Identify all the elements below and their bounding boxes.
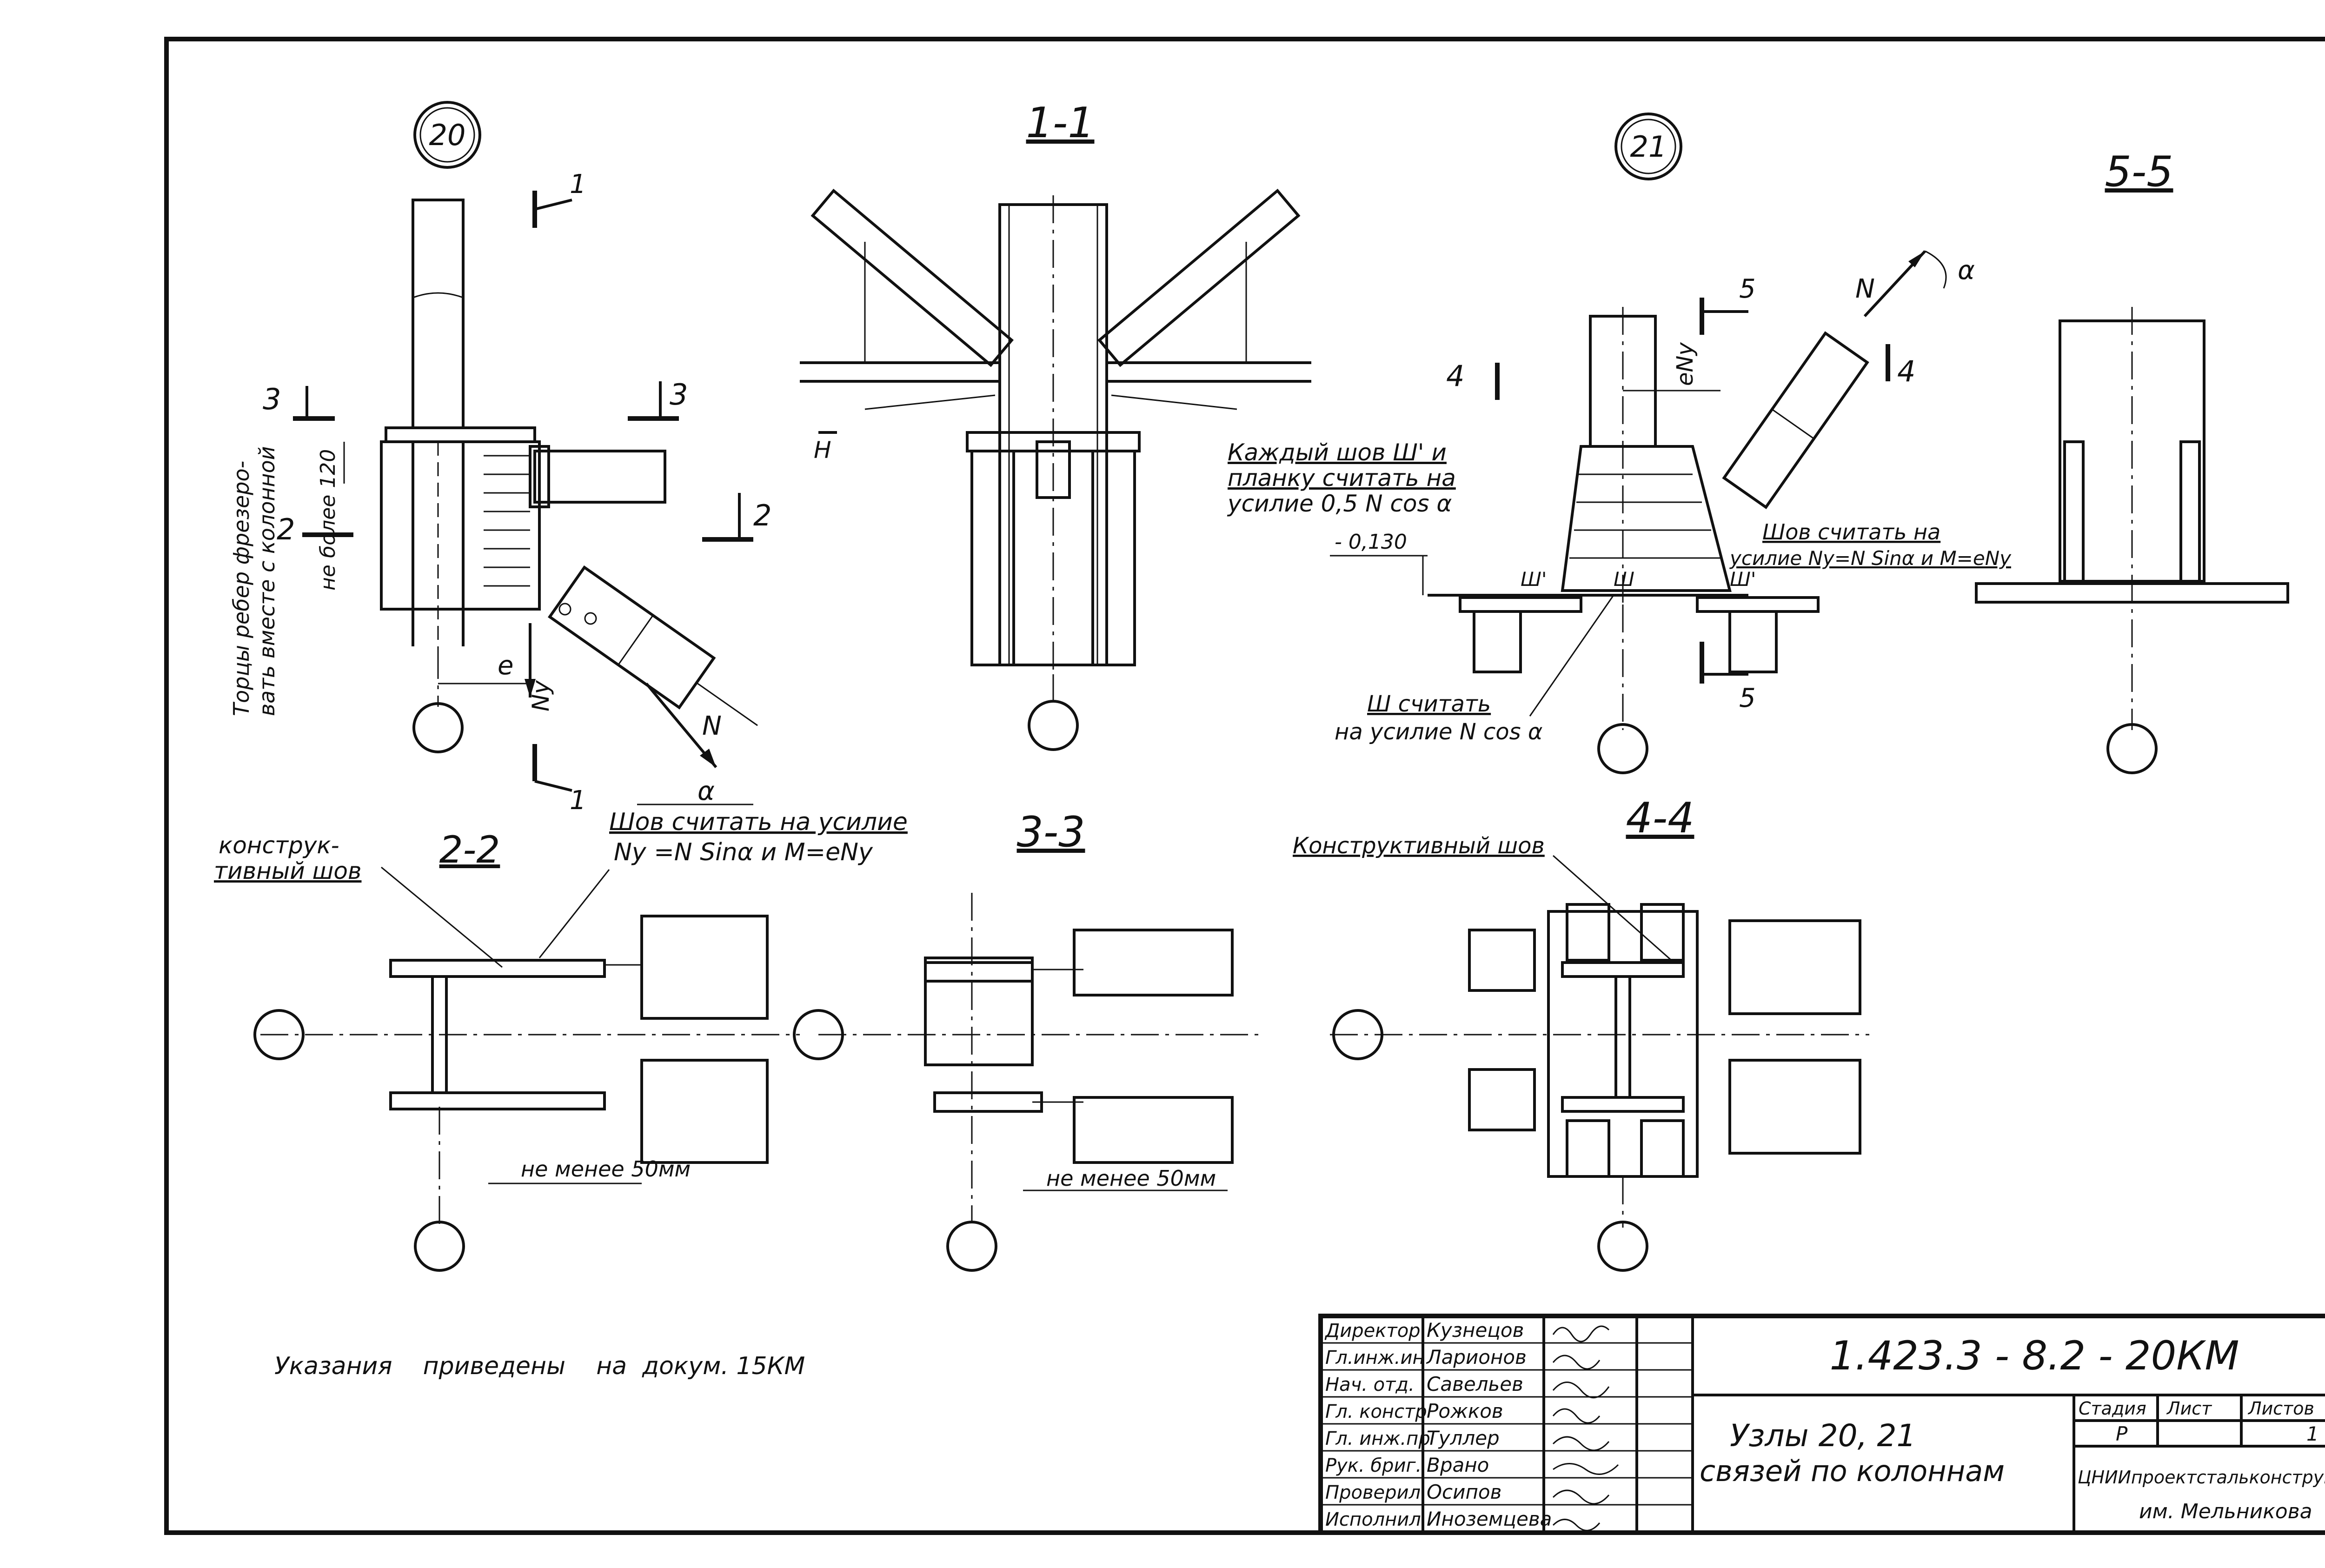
cut-1-top: 1 [570, 169, 586, 199]
role-checked: Проверил [1325, 1482, 1421, 1503]
stage-value: Р [2116, 1422, 2128, 1445]
drawing-title-1: Узлы 20, 21 [1730, 1418, 1916, 1454]
section-3-3: 3-3 не менее 50мм [793, 808, 1265, 1272]
axis-marker [793, 1009, 844, 1060]
sh-calc-2: на усилие N cos α [1335, 719, 1543, 745]
each-weld-note-2: планку считать на [1228, 465, 1456, 492]
role-project-engineer: Гл. инж.пр [1325, 1428, 1430, 1449]
role-drawn: Исполнил [1325, 1509, 1421, 1530]
name-drawn: Иноземцева [1427, 1508, 1552, 1530]
cut-2-right: 2 [753, 498, 771, 532]
node-21-marker [1614, 113, 1682, 180]
weld-calc21-2: усилие Ny=N Sinα и M=eNy [1729, 547, 2012, 570]
node-21-label: 21 [1630, 130, 1667, 164]
h-label: H [814, 437, 831, 464]
mill-edge-note-2: вать вместе с колонной [254, 446, 279, 716]
sh-calc-1: Ш считать [1367, 691, 1491, 717]
instructions-note: Указания приведены на докум. 15КМ [274, 1352, 805, 1380]
axis-marker [1597, 723, 1648, 774]
title-block-roles: Директор Гл.инж.ин Нач. отд. Гл. констр … [1324, 1320, 1430, 1530]
weld-calc21-1: Шов считать на [1762, 519, 1940, 545]
weld-calc-note-2: Ny =N Sinα и M=eNy [614, 838, 873, 866]
axis-marker [2106, 723, 2158, 774]
node-20-marker [413, 101, 481, 169]
section-2-2-title: 2-2 [439, 828, 500, 871]
min50-note-a: не менее 50мм [521, 1156, 691, 1182]
sh-prime-mark: Ш' [1521, 568, 1547, 591]
name-chief-engineer: Ларионов [1426, 1346, 1527, 1369]
node-20-label: 20 [429, 118, 466, 152]
section-3-3-title: 3-3 [1017, 808, 1085, 857]
sheets-header: Листов [2247, 1398, 2314, 1419]
drawing-title-2: связей по колоннам [1700, 1454, 2005, 1488]
not-more-1: не [316, 565, 340, 591]
node-21-view: 21 N α eNy Каждый шов Ш' и планку считат… [1227, 113, 2012, 774]
axis-marker [253, 1009, 305, 1060]
cut-1-bottom: 1 [570, 785, 586, 816]
each-weld-note-1: Каждый шов Ш' и [1228, 439, 1447, 466]
role-chief-designer: Гл. констр [1325, 1401, 1427, 1422]
cut-3-right: 3 [670, 378, 688, 412]
org-name-2: им. Мельникова [2139, 1500, 2312, 1523]
axis-marker [946, 1221, 997, 1272]
section-4-4: 4-4 Конструктивный шов [1293, 794, 1869, 1272]
section-2-2: 2-2 конструк- тивный шов Шов считать на … [214, 808, 908, 1272]
min50-note-b: не менее 50мм [1046, 1166, 1216, 1191]
weld-calc-note-1: Шов считать на усилие [609, 808, 908, 836]
cut-2-left: 2 [277, 512, 295, 546]
force-ny-label: Ny [527, 680, 554, 711]
role-director: Директор [1324, 1320, 1421, 1342]
cut-3-left: 3 [263, 382, 281, 416]
force-n21-label: N [1855, 274, 1875, 304]
sheet-frame [164, 37, 2325, 1535]
mill-edge-note-1: Торцы ребер фрезеро- [229, 461, 254, 716]
title-block-names: Кузнецов Ларионов Савельев Рожков Туллер… [1426, 1319, 1552, 1530]
node-20-view: 20 N Ny e α [229, 101, 771, 816]
title-block: Директор Гл.инж.ин Нач. отд. Гл. констр … [1318, 1314, 2325, 1535]
signatures [1552, 1325, 1619, 1531]
not-more-2: более 120 [316, 449, 340, 558]
name-project-engineer: Туллер [1427, 1427, 1500, 1449]
cut-4-left: 4 [1446, 359, 1464, 393]
name-team-lead: Врано [1427, 1454, 1489, 1476]
constr-weld-note-2: тивный шов [214, 857, 361, 884]
org-name-1: ЦНИИпроектстальконструкция [2078, 1467, 2325, 1488]
section-4-4-title: 4-4 [1626, 794, 1694, 843]
sh-weld-mark: Ш [1614, 568, 1634, 591]
name-dept-head: Савельев [1427, 1373, 1523, 1395]
cut-4-right: 4 [1897, 354, 1915, 388]
level-mark: - 0,130 [1335, 530, 1407, 554]
constr-weld-note-1: конструк- [219, 832, 339, 859]
axis-marker [412, 702, 464, 753]
name-chief-designer: Рожков [1427, 1400, 1503, 1422]
cut-5-top: 5 [1739, 274, 1756, 304]
sheet-header: Лист [2166, 1398, 2212, 1419]
dim-e-label: e [498, 651, 513, 681]
eny-label: eNy [1672, 342, 1698, 386]
section-5-5-title: 5-5 [2105, 147, 2173, 196]
role-dept-head: Нач. отд. [1325, 1374, 1415, 1395]
sheets-value: 1 [2306, 1422, 2319, 1445]
force-n-label: N [702, 711, 722, 741]
name-director: Кузнецов [1427, 1319, 1524, 1342]
doc-code: 1.423.3 - 8.2 - 20КМ [1829, 1333, 2239, 1379]
constr-weld-44-note: Конструктивный шов [1293, 833, 1545, 859]
alpha-21-label: α [1958, 255, 1975, 286]
axis-marker [1028, 700, 1079, 751]
alpha-20-label: α [698, 776, 715, 806]
section-5-5: 5-5 [1975, 147, 2289, 774]
stage-header: Стадия [2079, 1398, 2146, 1419]
sh-prime-mark: Ш' [1730, 568, 1756, 591]
section-1-1-title: 1-1 [1026, 99, 1095, 147]
section-1-1: 1-1 H [800, 99, 1311, 751]
role-team-lead: Рук. бриг. [1325, 1455, 1422, 1476]
axis-marker [414, 1221, 465, 1272]
role-chief-engineer: Гл.инж.ин [1325, 1347, 1425, 1369]
each-weld-note-3: усилие 0,5 N cos α [1227, 490, 1452, 517]
cut-5-bottom: 5 [1739, 683, 1756, 713]
axis-marker [1332, 1009, 1383, 1060]
axis-marker [1597, 1221, 1648, 1272]
name-checked: Осипов [1427, 1481, 1501, 1503]
